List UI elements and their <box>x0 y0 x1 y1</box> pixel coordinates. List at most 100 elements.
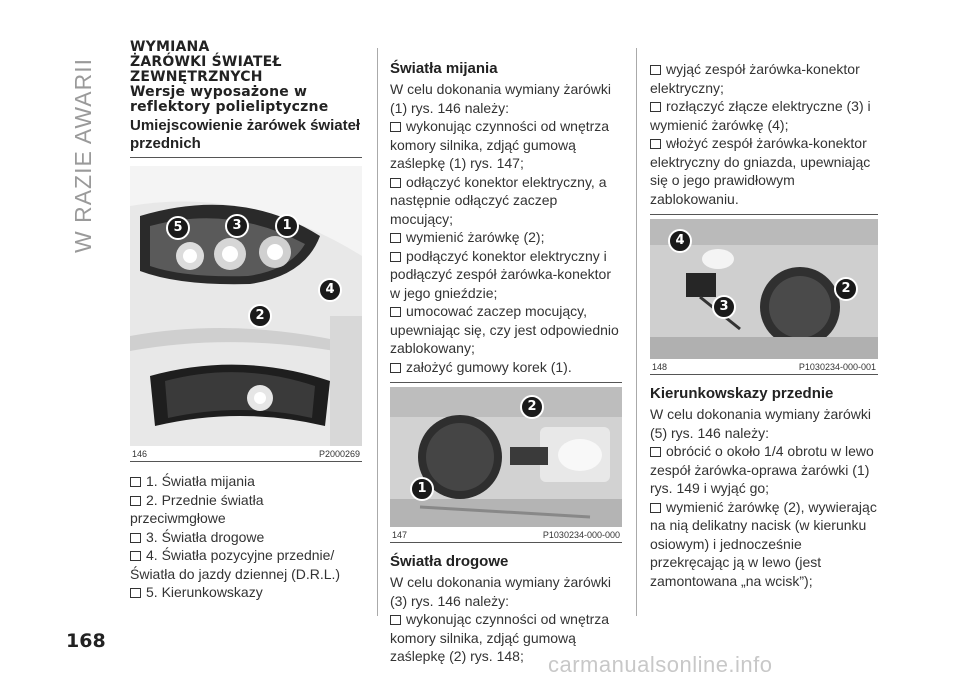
column-divider <box>377 48 378 616</box>
subheading-line: Wersje wyposażone w <box>130 84 308 100</box>
step-text: wykonując czynności od wnętrza komory si… <box>390 118 610 171</box>
chapter-heading-line: WYMIANA <box>130 39 210 55</box>
bullet-box-icon <box>390 177 401 188</box>
section-title-turn-signals: Kierunkowskazy przednie <box>650 385 834 402</box>
figure-code: P1030234-000-000 <box>542 530 620 540</box>
column-1: WYMIANA ŻARÓWKI ŚWIATEŁ ZEWNĘTRZNYCH Wer… <box>130 40 362 602</box>
figure-rule <box>390 542 622 543</box>
bullet-box-icon <box>650 447 661 457</box>
subheading-line: reflektory polieliptyczne <box>130 99 329 115</box>
figure-rule <box>650 214 878 215</box>
bullet-box-icon <box>130 495 141 506</box>
bullet-box-icon <box>130 551 141 561</box>
legend-item-text: 4. Światła pozycyjne przednie/Światła do… <box>130 547 341 582</box>
legend-item-text: 5. Kierunkowskazy <box>146 584 263 600</box>
side-chapter-title: W RAZIE AWARII <box>70 57 97 253</box>
bullet-box-icon <box>390 615 401 625</box>
chapter-heading-line: ŻARÓWKI ŚWIATEŁ <box>130 54 282 70</box>
figure-callout: 4 <box>318 278 342 302</box>
figure-callout: 1 <box>410 477 434 501</box>
chapter-heading-line: ZEWNĘTRZNYCH <box>130 69 263 85</box>
legend-item: 1. Światła mijania <box>130 472 362 491</box>
column-3: wyjąć zespół żarówka-konektor elektryczn… <box>650 60 878 590</box>
bullet-box-icon <box>390 362 401 373</box>
step-text: wymienić żarówkę (2), wywierając na nią … <box>650 498 877 589</box>
bullet-box-icon <box>650 502 661 513</box>
engine-bay-illustration <box>390 387 622 527</box>
page-number: 168 <box>66 630 106 652</box>
step-item: założyć gumowy korek (1). <box>390 358 622 377</box>
step-text: wyjąć zespół żarówka-konektor elektryczn… <box>650 61 860 96</box>
step-item: odłączyć konektor elektryczny, a następn… <box>390 173 622 229</box>
step-text: obrócić o około 1/4 obrotu w lewo zespół… <box>650 443 874 496</box>
bullet-box-icon <box>650 65 661 75</box>
step-text: założyć gumowy korek (1). <box>406 358 572 375</box>
section-intro: W celu dokonania wymiany żarówki (1) rys… <box>390 81 611 116</box>
section-title-low-beam: Światła mijania <box>390 60 498 77</box>
side-chapter-tab: W RAZIE AWARII <box>64 40 104 270</box>
figure-147-engine-bay: 2 1 <box>390 387 622 527</box>
figure-code: P2000269 <box>318 449 360 459</box>
figure-callout: 4 <box>668 229 692 253</box>
step-item: wymienić żarówkę (2), wywierając na nią … <box>650 498 878 591</box>
step-text: umocować zaczep mocujący, upewniając się… <box>390 303 619 356</box>
section-title-high-beam: Światła drogowe <box>390 553 509 570</box>
figure-callout: 2 <box>520 395 544 419</box>
legend-item-text: 3. Światła drogowe <box>146 528 265 545</box>
figure-number: 148 <box>652 362 668 372</box>
watermark-text: carmanualsonline.info <box>548 652 773 677</box>
step-text: rozłączyć złącze elektryczne (3) i wymie… <box>650 98 871 133</box>
bullet-box-icon <box>390 307 401 317</box>
column-2: Światła mijania W celu dokonania wymiany… <box>390 60 622 666</box>
figure-callout: 3 <box>225 214 249 238</box>
figure-number: 146 <box>132 449 148 459</box>
figure-callout: 3 <box>712 295 736 319</box>
step-item: wykonując czynności od wnętrza komory si… <box>390 610 622 666</box>
step-text: odłączyć konektor elektryczny, a następn… <box>390 173 607 227</box>
section-intro: W celu dokonania wymiany żarówki (3) rys… <box>390 574 611 609</box>
figure-callout: 2 <box>834 277 858 301</box>
figure-caption: 148 P1030234-000-001 <box>650 362 878 372</box>
step-text: wymienić żarówkę (2); <box>406 229 545 245</box>
step-item: obrócić o około 1/4 obrotu w lewo zespół… <box>650 442 878 498</box>
step-item: wykonując czynności od wnętrza komory si… <box>390 117 622 173</box>
step-item: umocować zaczep mocujący, upewniając się… <box>390 302 622 358</box>
figure-callout: 2 <box>248 304 272 328</box>
section-intro: W celu dokonania wymiany żarówki (5) rys… <box>650 406 871 441</box>
figure-rule <box>390 382 622 383</box>
step-item: rozłączyć złącze elektryczne (3) i wymie… <box>650 97 878 134</box>
figure-146-headlight: 5 3 1 4 2 <box>130 166 362 446</box>
legend-item-text: 1. Światła mijania <box>146 473 255 489</box>
step-item: wyjąć zespół żarówka-konektor elektryczn… <box>650 60 878 97</box>
figure-rule <box>130 461 362 462</box>
bullet-box-icon <box>650 102 661 112</box>
figure-caption: 147 P1030234-000-000 <box>390 530 622 540</box>
figure-rule <box>650 374 878 375</box>
bullet-box-icon <box>390 122 401 132</box>
bullet-box-icon <box>390 251 401 262</box>
figure-number: 147 <box>392 530 408 540</box>
section-heading-line: Umiejscowienie żarówek świateł <box>130 117 361 134</box>
figure-148-bulb-replacement: 4 3 2 <box>650 219 878 359</box>
figure-code: P1030234-000-001 <box>798 362 876 372</box>
bullet-box-icon <box>130 588 141 598</box>
column-divider <box>636 48 637 616</box>
step-text: wykonując czynności od wnętrza komory si… <box>390 611 610 664</box>
legend-item: 5. Kierunkowskazy <box>130 583 362 602</box>
step-text: włożyć zespół żarówka-konektor elektrycz… <box>650 135 871 207</box>
step-item: wymienić żarówkę (2); <box>390 228 622 247</box>
legend-item: 2. Przednie światła przeciwmgłowe <box>130 491 362 528</box>
step-item: włożyć zespół żarówka-konektor elektrycz… <box>650 134 878 208</box>
bullet-box-icon <box>130 477 141 487</box>
legend-item-text: 2. Przednie światła przeciwmgłowe <box>130 491 264 527</box>
bullet-box-icon <box>130 532 141 543</box>
step-text: podłączyć konektor elektryczny i podłącz… <box>390 247 611 301</box>
step-item: podłączyć konektor elektryczny i podłącz… <box>390 247 622 303</box>
bullet-box-icon <box>650 139 661 149</box>
heading-rule <box>130 157 362 158</box>
section-heading-line: przednich <box>130 135 201 152</box>
figure-callout: 1 <box>275 214 299 238</box>
bullet-box-icon <box>390 233 401 243</box>
figure-callout: 5 <box>166 216 190 240</box>
figure-caption: 146 P2000269 <box>130 449 362 459</box>
